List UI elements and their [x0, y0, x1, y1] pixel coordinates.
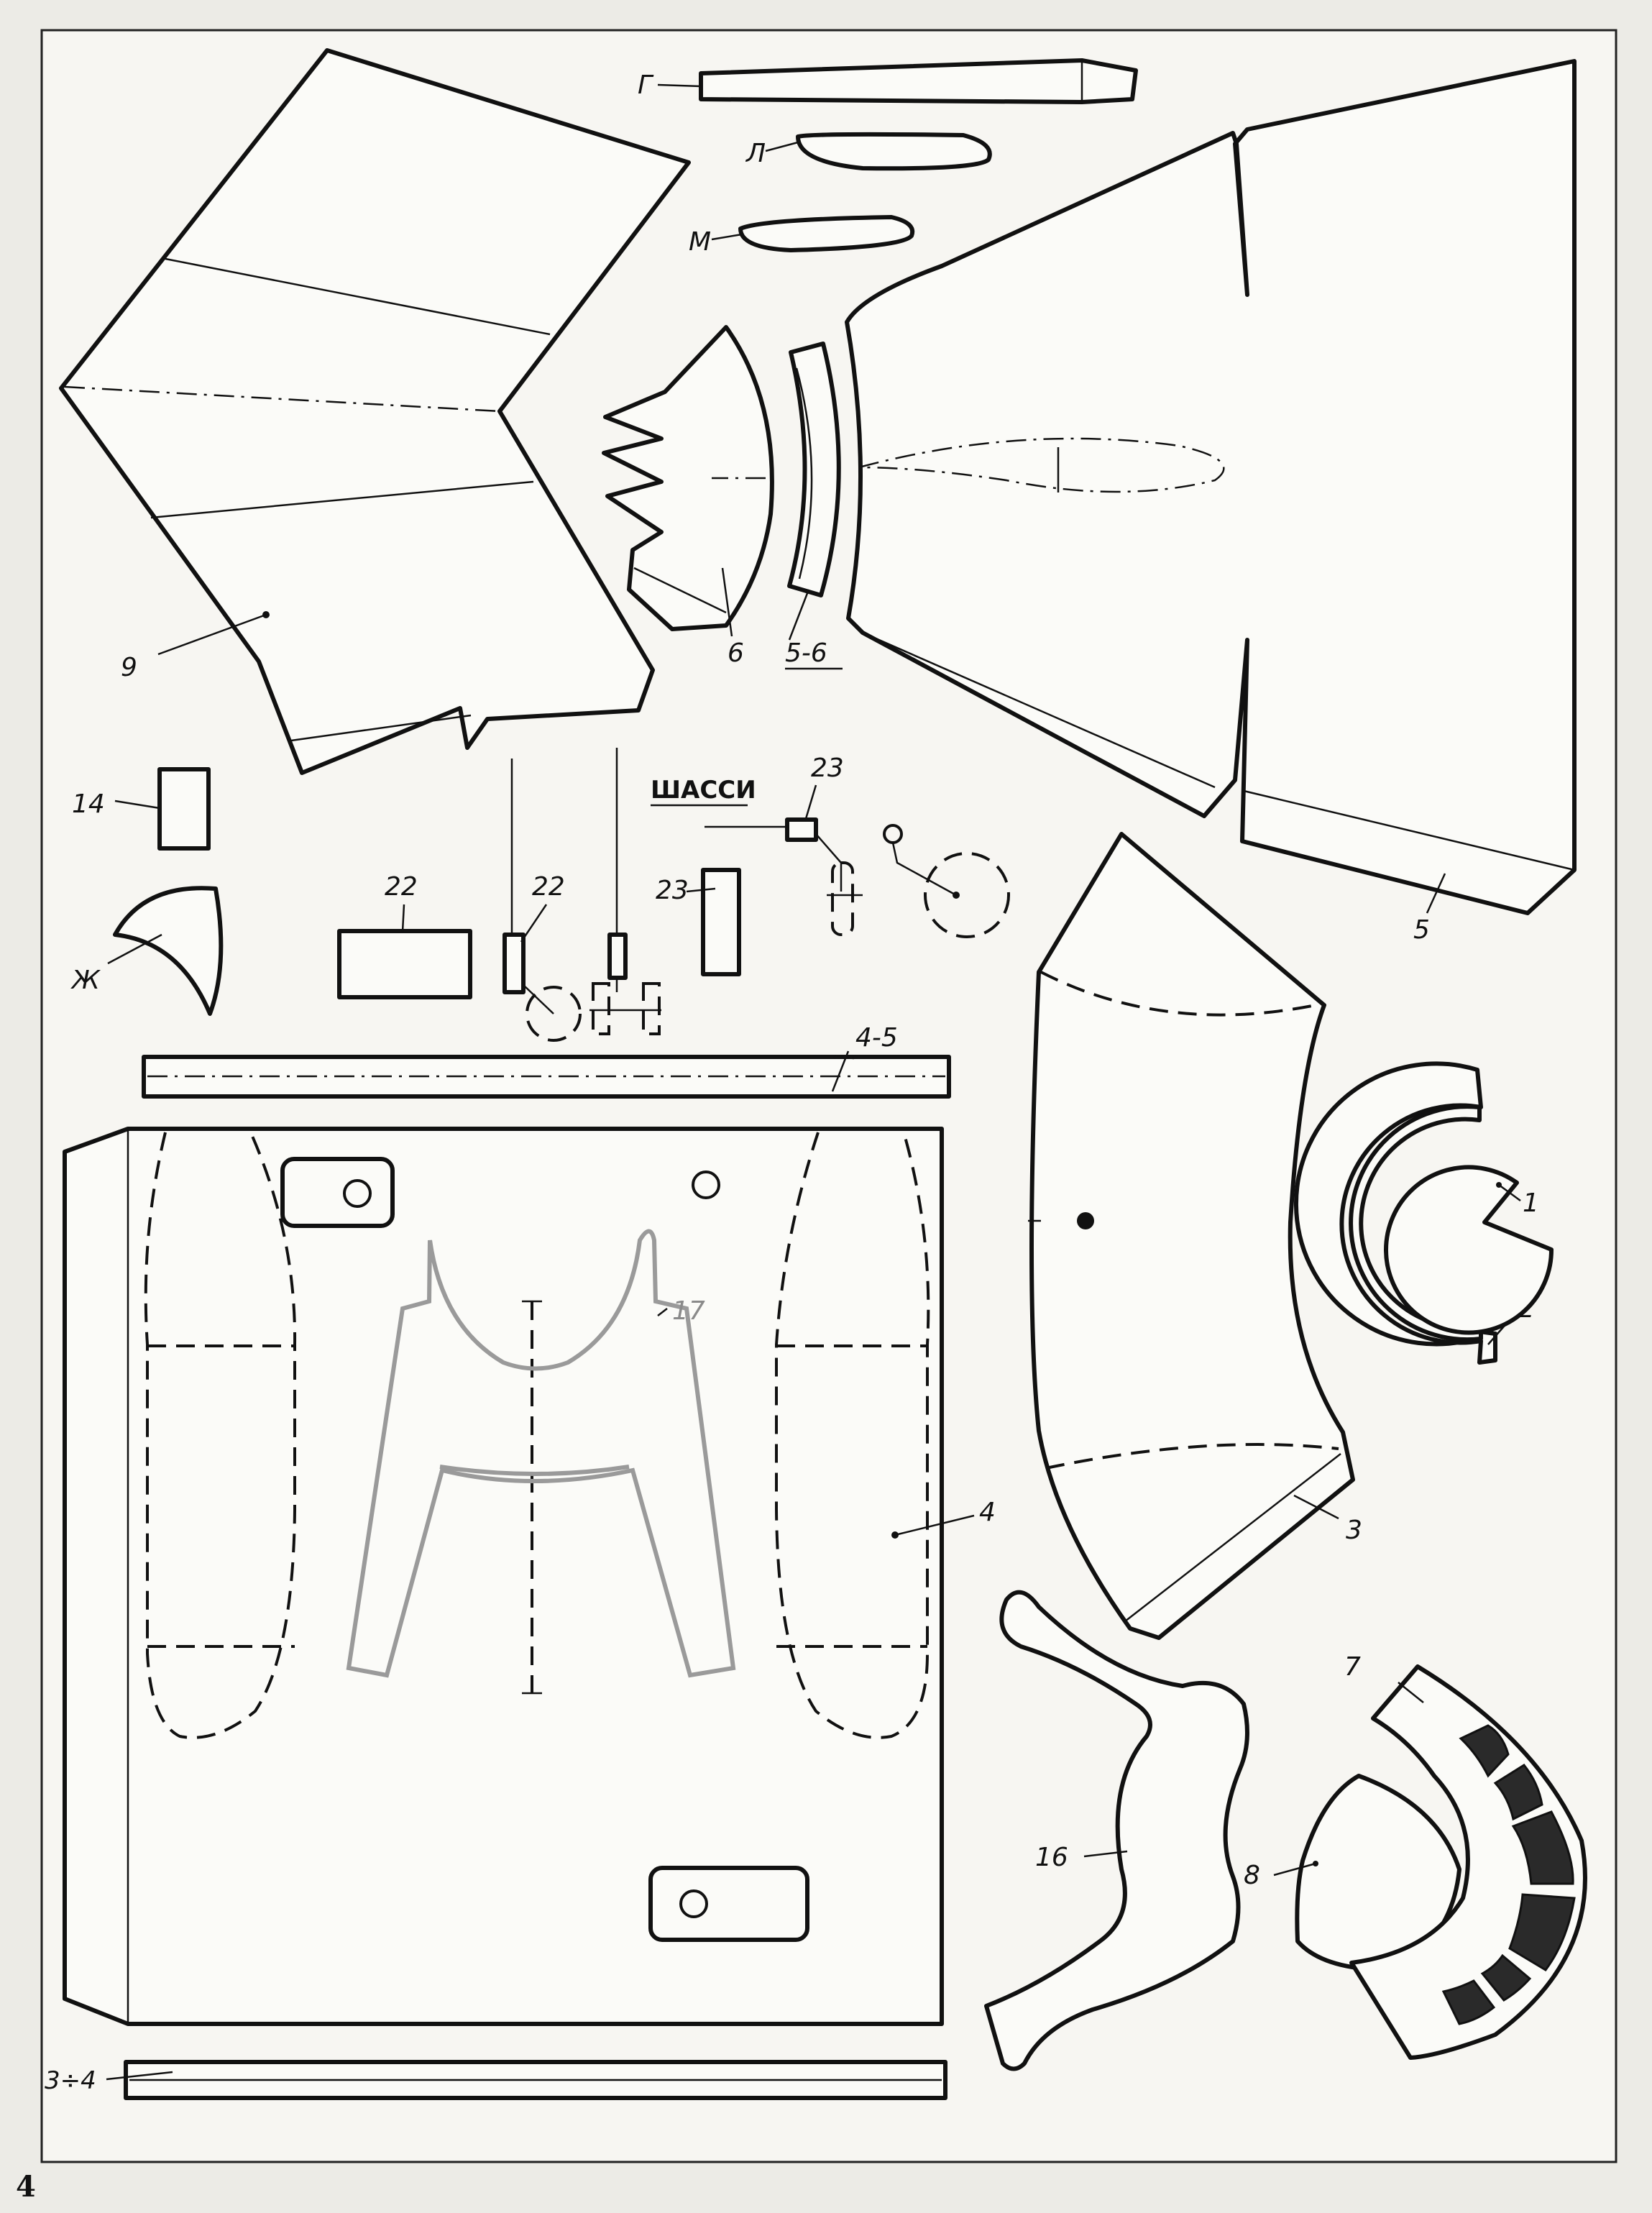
label-part-17: 17 [672, 1296, 705, 1326]
label-part-7: 7 [1344, 1652, 1361, 1682]
label-part-9: 9 [121, 653, 137, 682]
tail-wheel [883, 824, 1010, 938]
label-part-l: Л [745, 139, 766, 168]
label-part-22a: 22 [385, 872, 418, 902]
part-16: 16 [984, 1590, 1249, 2071]
part-3-4: 3÷4 [45, 2060, 947, 2100]
part-g: Г [638, 58, 1138, 104]
label-part-23a: 23 [656, 876, 689, 905]
label-part-5-6: 5-6 [785, 638, 827, 668]
landing-gear-title: ШАССИ [651, 776, 756, 805]
main-gear-leg [589, 748, 661, 1035]
label-part-6: 6 [728, 638, 744, 668]
part-17-outline [346, 1229, 736, 1678]
label-part-m: М [689, 227, 711, 257]
page-number: 4 [16, 2170, 36, 2204]
part-3: 3 [1028, 832, 1362, 1640]
label-part-16: 16 [1035, 1843, 1068, 1872]
label-part-5: 5 [1413, 915, 1430, 945]
label-part-g: Г [638, 70, 654, 100]
part-23-block: 23 [656, 868, 741, 976]
label-part-3: 3 [1346, 1516, 1362, 1545]
label-part-4-5: 4-5 [855, 1023, 898, 1053]
part-14: 14 [72, 767, 211, 851]
part-5-6: 5-6 [785, 342, 843, 670]
label-part-22b: 22 [532, 872, 565, 902]
part-l: Л [745, 132, 992, 171]
part-6: 6 [602, 325, 774, 668]
label-part-23b: 23 [811, 753, 844, 783]
label-part-3-4: 3÷4 [45, 2066, 96, 2095]
label-part-4: 4 [979, 1498, 996, 1527]
part-5: 5 [845, 59, 1577, 945]
part-23-tailwheel: 23 [705, 753, 863, 936]
part-4: 17 4 [63, 1127, 996, 2026]
label-part-zh: Ж [70, 966, 101, 995]
part-m: М [689, 215, 915, 257]
part-1: 1 [1384, 1165, 1554, 1335]
part-4-5: 4-5 [142, 1023, 951, 1099]
part-7: 7 [1344, 1652, 1587, 2060]
label-part-1: 1 [1523, 1188, 1539, 1218]
label-part-14: 14 [72, 789, 105, 819]
label-part-8: 8 [1244, 1861, 1260, 1890]
part-22-block: 22 [337, 872, 472, 999]
part-9: 9 [59, 48, 691, 775]
part-zh: Ж [70, 886, 224, 1016]
part-22-strut: 22 [503, 759, 582, 1042]
part-8: 8 [1244, 1774, 1461, 1972]
